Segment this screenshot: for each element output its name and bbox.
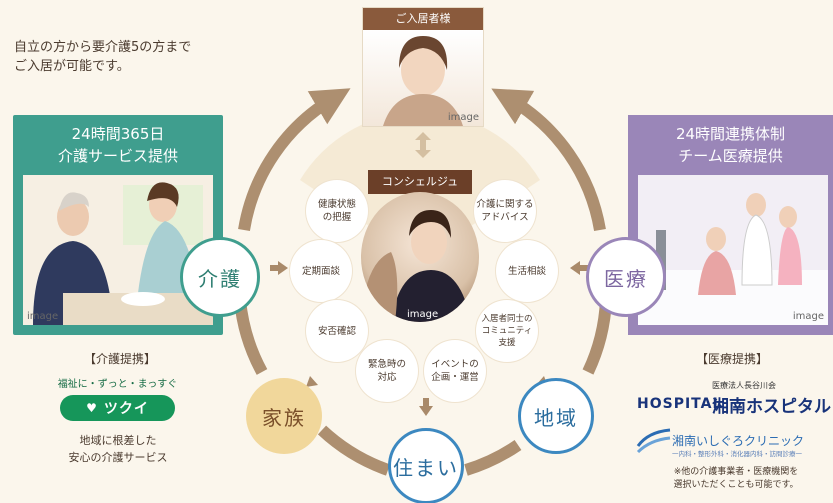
- care-note-line1: 地域に根差した: [79, 434, 157, 447]
- service-emergency: 緊急時の 対応: [356, 340, 418, 402]
- concierge-image-caption: image: [407, 309, 439, 320]
- care-panel-title-line2: 介護サービス提供: [57, 147, 178, 165]
- role-family: 家族: [246, 378, 322, 454]
- care-note-line2: 安心の介護サービス: [68, 451, 168, 464]
- arrow-to-sumai: [419, 398, 433, 416]
- service-community-support: 入居者同士の コミュニティ 支援: [476, 300, 538, 362]
- arc-bottom-left: [317, 425, 391, 476]
- concierge-title: コンシェルジュ: [368, 170, 472, 194]
- service-regular-interview: 定期面談: [290, 240, 352, 302]
- role-housing: 住まい: [388, 428, 464, 503]
- service-life-consultation: 生活相談: [496, 240, 558, 302]
- medical-partner-heading: 【医療提携】: [695, 352, 768, 366]
- tsukui-logo-icon: ♥: [86, 401, 98, 415]
- arc-top-left: [238, 88, 351, 231]
- medical-image-caption: image: [792, 311, 824, 322]
- care-panel-title-line1: 24時間365日: [71, 125, 165, 143]
- arrow-to-kazoku: [306, 376, 318, 387]
- medical-panel-title: 24時間連携体制 チーム医療提供: [628, 123, 833, 167]
- arrow-to-kaigo: [270, 261, 288, 275]
- medical-panel: 24時間連携体制 チーム医療提供 image: [628, 115, 833, 335]
- care-scene: [23, 175, 213, 325]
- clinic-wave-icon: [636, 428, 671, 454]
- resident-image-caption: image: [447, 112, 479, 123]
- arrow-to-iryo: [570, 261, 588, 275]
- medical-partner-note: ※他の介護事業者・医療機関を 選択いただくことも可能です。: [636, 466, 833, 492]
- care-panel-title: 24時間365日 介護サービス提供: [13, 123, 223, 167]
- arc-left-bottom: [234, 299, 268, 375]
- tsukui-slogan: 福祉に・ずっと・まっすぐ: [57, 379, 178, 390]
- resident-figure: [383, 36, 463, 126]
- role-medical: 医療: [586, 237, 666, 317]
- care-image-caption: image: [27, 311, 59, 322]
- clinic-sub: 一内科・整形外科・消化器内科・訪問診療一: [672, 450, 802, 458]
- care-panel: 24時間365日 介護サービス提供 image: [13, 115, 223, 335]
- service-health-check: 健康状態 の把握: [306, 180, 368, 242]
- medical-panel-title-line1: 24時間連携体制: [675, 125, 786, 143]
- hospital-name: 湘南ホスピタル: [712, 397, 831, 417]
- care-partner-heading: 【介護提携】: [83, 352, 156, 366]
- resident-card: ご入居者様 image: [363, 8, 483, 126]
- service-events: イベントの 企画・運営: [424, 340, 486, 402]
- intro-text: 自立の方から要介護5の方まで ご入居が可能です。: [14, 38, 191, 76]
- role-community: 地域: [518, 378, 594, 454]
- medical-photo: image: [638, 175, 828, 325]
- hospital-corp: 医療法人長谷川会: [712, 381, 776, 390]
- role-care: 介護: [180, 237, 260, 317]
- arc-top-right: [491, 88, 606, 232]
- resident-title: ご入居者様: [363, 8, 483, 30]
- medical-note-line2: 選択いただくことも可能です。: [673, 480, 799, 490]
- hospital-logo: HOSPITAL: [637, 396, 723, 412]
- arc-bottom-right: [464, 440, 522, 476]
- clinic-name: 湘南いしぐろクリニック: [672, 434, 805, 448]
- concierge-photo: image: [361, 192, 479, 322]
- medical-note-line1: ※他の介護事業者・医療機関を: [673, 467, 799, 477]
- arc-right-bottom: [582, 299, 612, 375]
- tsukui-logo-text: ツクイ: [103, 401, 149, 417]
- care-partner-note: 地域に根差した 安心の介護サービス: [43, 432, 193, 466]
- service-care-advice: 介護に関する アドバイス: [474, 180, 536, 242]
- medical-scene: [638, 175, 828, 325]
- service-safety-check: 安否確認: [306, 300, 368, 362]
- intro-line-2: ご入居が可能です。: [14, 59, 130, 74]
- medical-panel-title-line2: チーム医療提供: [678, 147, 783, 165]
- tsukui-logo: ♥ ツクイ: [60, 395, 175, 421]
- concierge-figure: [361, 210, 471, 322]
- intro-line-1: 自立の方から要介護5の方まで: [14, 40, 192, 55]
- resident-photo: image: [363, 30, 483, 126]
- care-photo: image: [23, 175, 213, 325]
